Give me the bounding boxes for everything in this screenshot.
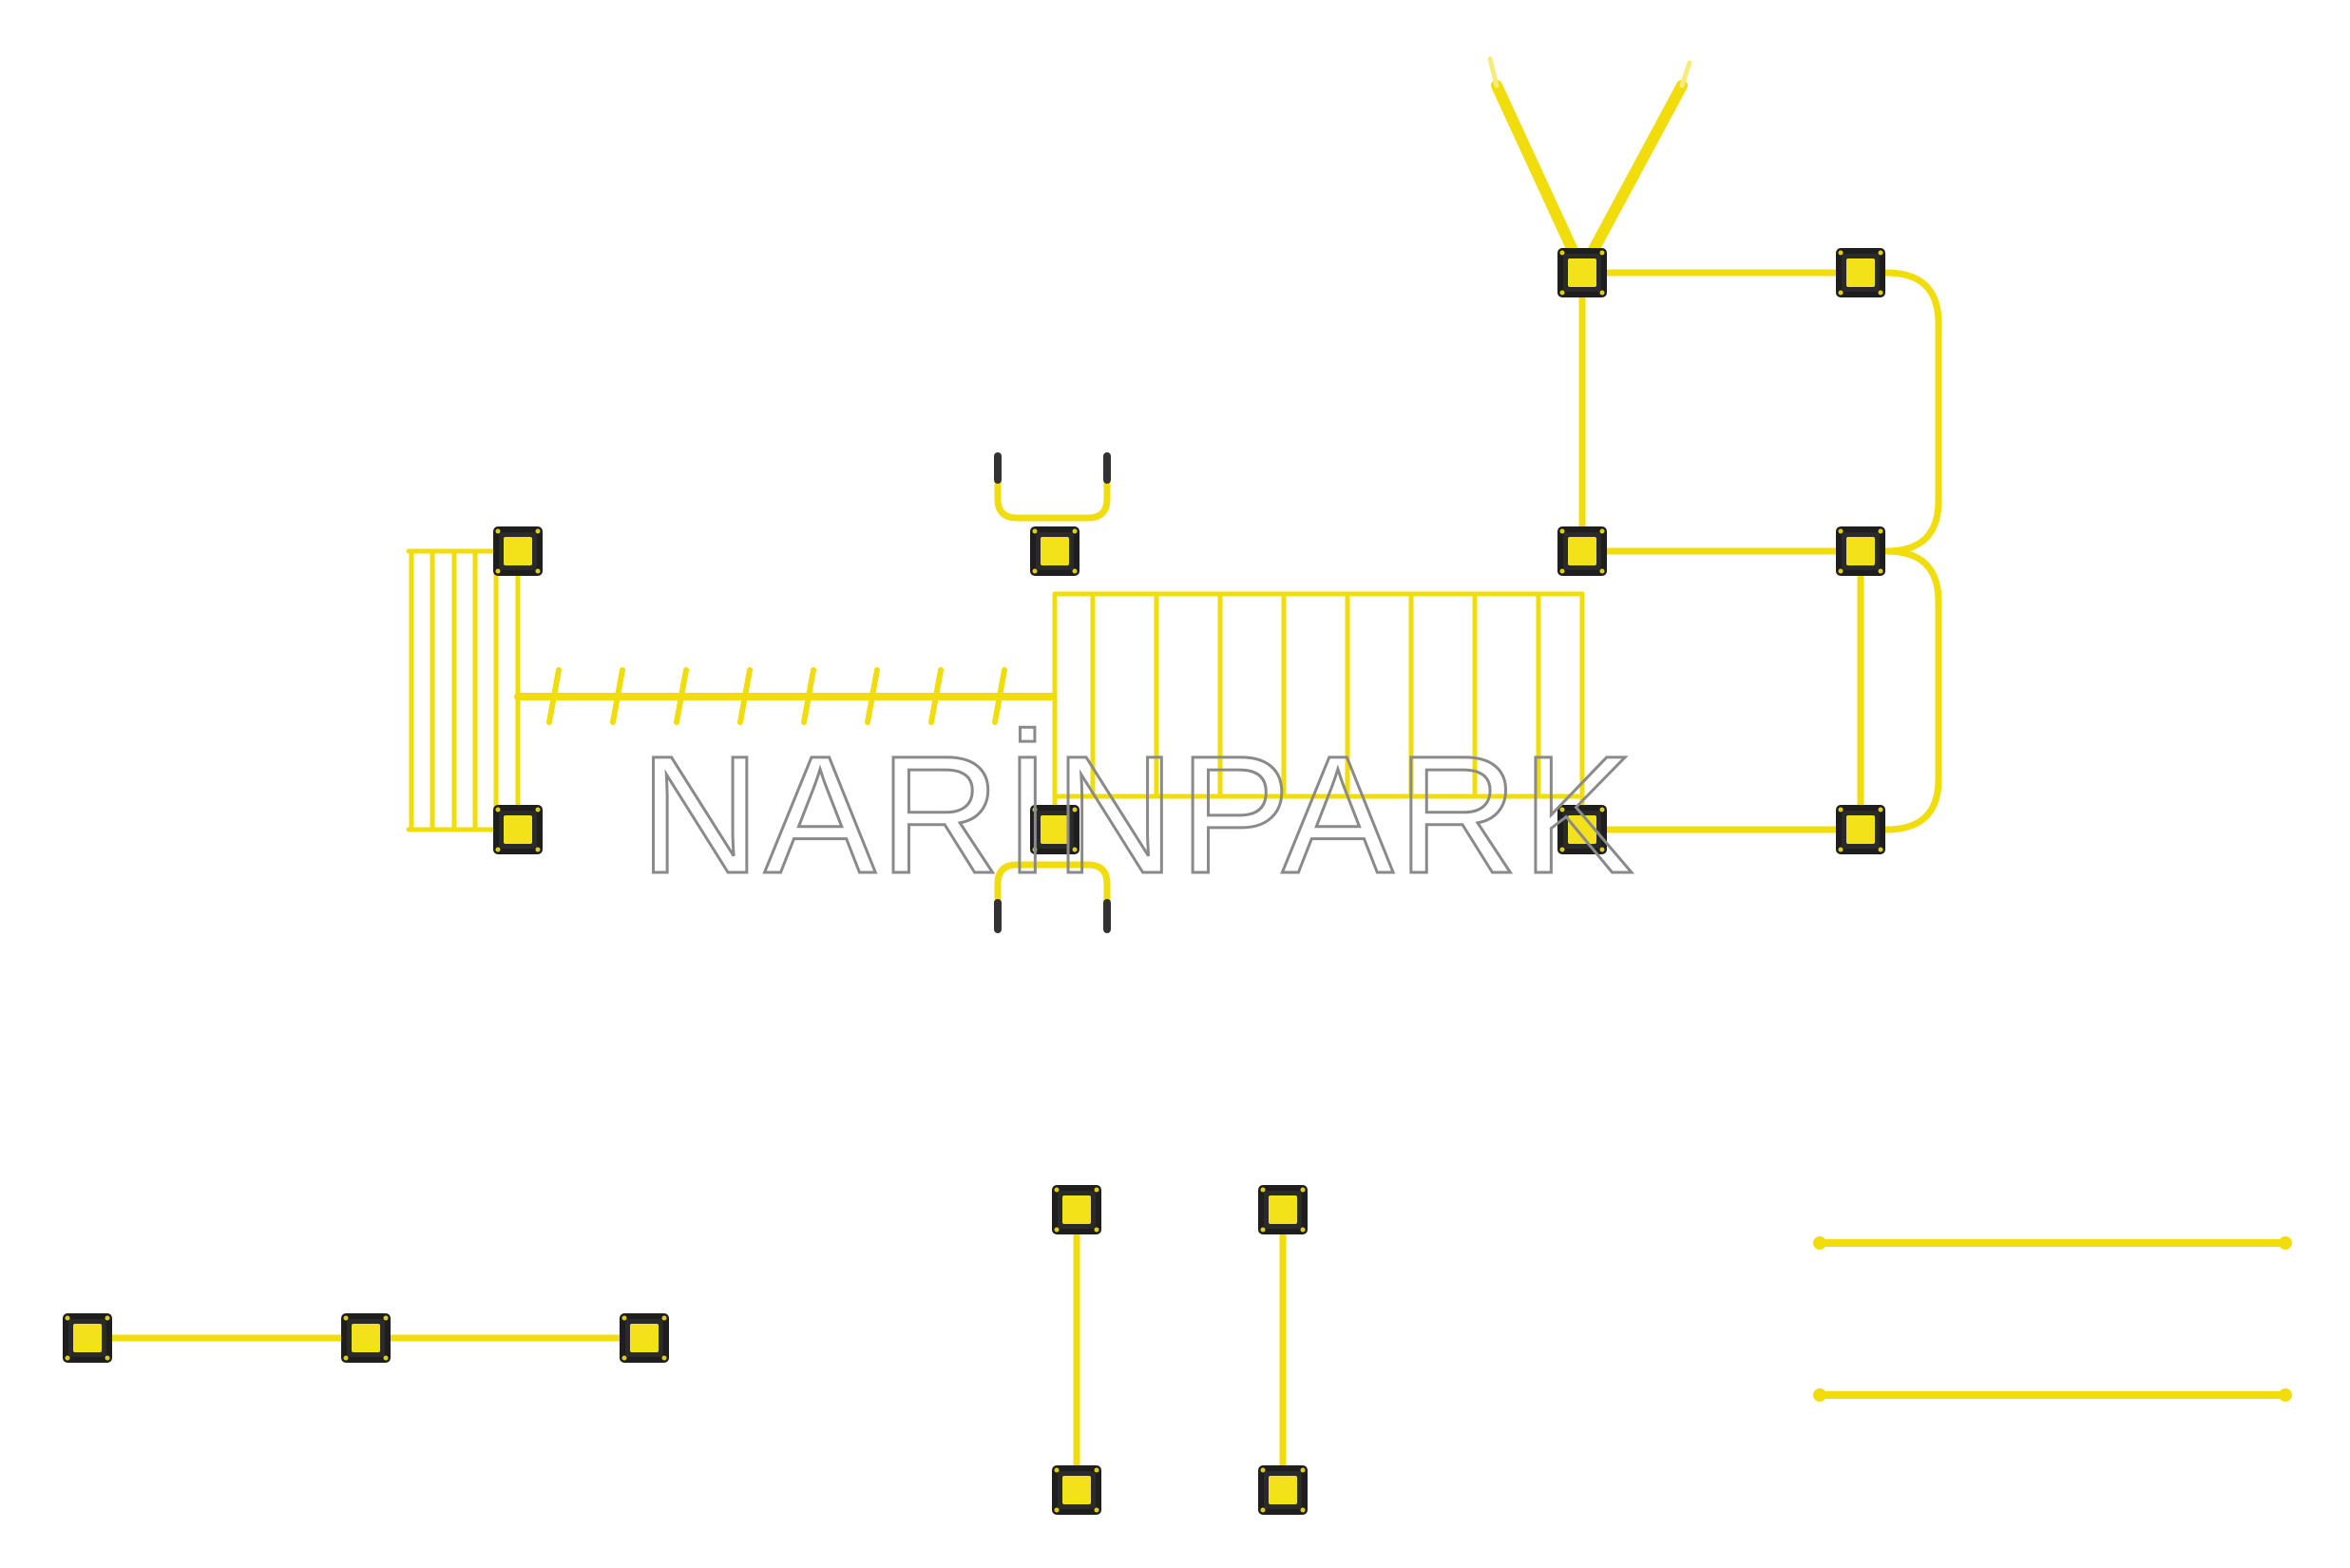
main-play-structure bbox=[406, 56, 1942, 933]
y-bar-grips bbox=[1487, 56, 1692, 88]
post bbox=[620, 1313, 669, 1363]
post bbox=[1836, 248, 1885, 297]
u-handle-top-grips bbox=[994, 452, 1111, 484]
twin-vertical-bars bbox=[1052, 1185, 1308, 1515]
post bbox=[1052, 1465, 1101, 1515]
y-bar bbox=[1491, 80, 1688, 277]
u-handle-bottom-grips bbox=[994, 899, 1111, 933]
angled-rung-beam bbox=[514, 667, 1057, 725]
post bbox=[1557, 248, 1607, 297]
post bbox=[341, 1313, 391, 1363]
monkey-bar-panel bbox=[1052, 591, 1585, 832]
post bbox=[1557, 526, 1607, 576]
u-handle-top bbox=[994, 462, 1111, 522]
right-frame bbox=[1578, 269, 1942, 833]
post bbox=[493, 805, 543, 854]
post bbox=[1052, 1185, 1101, 1234]
post bbox=[1030, 805, 1079, 854]
post bbox=[493, 526, 543, 576]
three-post-balance-bar bbox=[63, 1313, 669, 1363]
two-loose-bars bbox=[1813, 1236, 2292, 1402]
post bbox=[1258, 1185, 1308, 1234]
post bbox=[1557, 805, 1607, 854]
post bbox=[1836, 805, 1885, 854]
u-handle-bottom bbox=[994, 861, 1111, 921]
post bbox=[1030, 526, 1079, 576]
post bbox=[63, 1313, 112, 1363]
post bbox=[1836, 526, 1885, 576]
side-ladder bbox=[406, 548, 521, 832]
post bbox=[1258, 1465, 1308, 1515]
